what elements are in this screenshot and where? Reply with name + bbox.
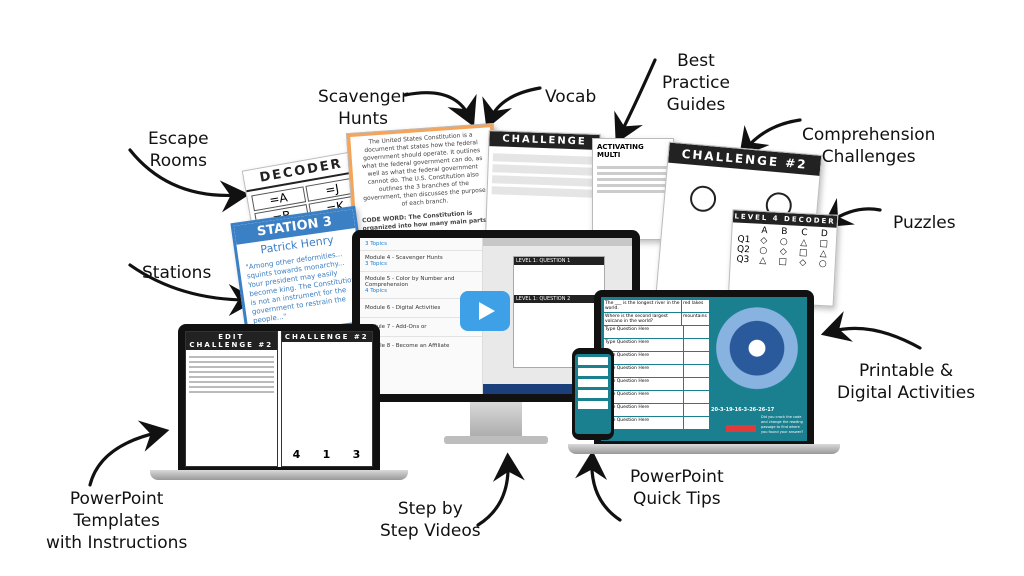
question-row: Type Question Here	[604, 391, 709, 403]
laptop-left-screen: EDIT CHALLENGE #2 CHALLENGE #2 4 1 3	[185, 331, 373, 467]
laptop-left-base	[150, 470, 408, 480]
arrow-vocab	[482, 86, 542, 129]
question-row: Type Question Here	[604, 404, 709, 416]
answer-box: 3	[352, 448, 361, 461]
label-pp-templates: PowerPoint Templates with Instructions	[46, 489, 188, 553]
vocab-challenge-card: CHALLENGE	[485, 130, 601, 236]
phone	[572, 348, 614, 440]
arrow-best-practice	[614, 58, 657, 144]
laptop-left: EDIT CHALLENGE #2 CHALLENGE #2 4 1 3	[178, 324, 380, 470]
question-row: Type Question Here	[604, 326, 709, 338]
phone-screen	[575, 354, 611, 434]
constitution-text: The United States Constitution is a docu…	[361, 131, 486, 208]
answer-box: 1	[322, 448, 331, 461]
challenge2-right-title: CHALLENGE #2	[281, 332, 372, 342]
arrow-comprehension	[739, 118, 802, 158]
monitor-base	[444, 436, 548, 444]
label-printable: Printable & Digital Activities	[837, 361, 976, 403]
arrow-scavenger	[403, 91, 477, 127]
slide-title: LEVEL 1: QUESTION 1	[514, 257, 604, 265]
course-menu-item[interactable]: Module 8 - Become an Affiliate	[365, 343, 450, 349]
label-best-practice: Best Practice Guides	[662, 51, 730, 115]
question-row: Type Question Here	[604, 339, 709, 351]
label-step-videos: Step by Step Videos	[380, 499, 481, 541]
label-escape-rooms: Escape Rooms	[148, 129, 209, 171]
monitor-stand	[470, 402, 522, 440]
activating-card: ACTIVATING MULTI	[592, 138, 674, 240]
label-comprehension: Comprehension Challenges	[802, 125, 936, 167]
label-scavenger-hunts: Scavenger Hunts	[318, 87, 409, 129]
station-card: STATION 3 Patrick Henry "Among other def…	[230, 205, 372, 341]
laptop-right: The ___ is the longest river in the worl…	[594, 290, 814, 444]
question-row: Type Question Here	[604, 417, 709, 429]
slide-title-2: LEVEL 1: QUESTION 2	[514, 295, 604, 303]
course-menu-item[interactable]: Module 7 - Add-Ons or	[360, 318, 482, 337]
arrow-step-videos	[476, 452, 525, 527]
question-row: The ___ is the longest river in the worl…	[604, 300, 709, 312]
laptop-right-base	[568, 444, 840, 454]
red-bar	[726, 425, 756, 432]
question-row: Type Question Here	[604, 352, 709, 364]
play-icon	[479, 302, 495, 320]
arrow-pp-tips	[575, 450, 622, 522]
question-row: Where is the second largest volcano in t…	[604, 313, 709, 325]
arrow-printable	[820, 311, 922, 350]
edit-challenge-title: EDIT CHALLENGE #2	[186, 332, 277, 350]
laptop-right-screen: The ___ is the longest river in the worl…	[601, 297, 807, 441]
arrow-escape-rooms	[128, 148, 250, 213]
code-text: 20-3-19-16-3-26-26-17	[711, 407, 775, 413]
course-menu-item[interactable]: Module 4 - Scavenger Hunts 3 Topics	[360, 251, 482, 272]
question-row: Type Question Here	[604, 365, 709, 377]
question-table: The ___ is the longest river in the worl…	[604, 300, 709, 430]
answer-box: 4	[292, 448, 301, 461]
course-menu-item[interactable]: Module 6 - Digital Activities	[360, 299, 482, 318]
label-puzzles: Puzzles	[893, 213, 956, 233]
label-vocab: Vocab	[545, 87, 597, 107]
label-stations: Stations	[142, 263, 212, 283]
label-pp-tips: PowerPoint Quick Tips	[630, 467, 724, 509]
course-menu-item[interactable]: Module 5 - Color by Number and Comprehen…	[360, 272, 482, 299]
lock-graphic	[715, 305, 799, 401]
arrow-stations	[128, 263, 258, 316]
activating-title: ACTIVATING MULTI	[597, 143, 644, 159]
arrow-pp-templates	[88, 420, 170, 487]
prompt-text: Did you crack the code and change the re…	[761, 415, 804, 434]
play-button[interactable]	[460, 291, 510, 331]
level4-row: Q3	[736, 254, 750, 266]
question-row: Type Question Here	[604, 378, 709, 390]
course-menu-item[interactable]: 3 Topics	[360, 238, 482, 251]
